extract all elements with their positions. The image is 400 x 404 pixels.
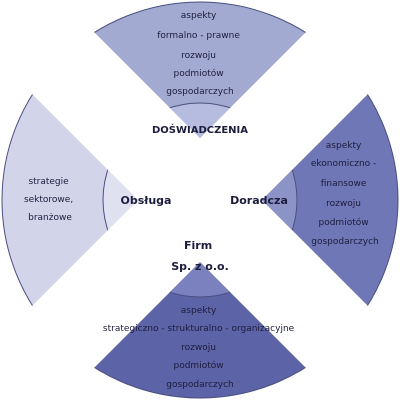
- top-outer-line: gospodarczych: [166, 87, 234, 97]
- top-outer-line: formalno - prawne: [157, 31, 240, 41]
- quadrant-right-inner-segment: [262, 102, 298, 298]
- left-inner-label: Obsługa: [121, 194, 172, 207]
- right-outer-line: aspekty: [326, 141, 362, 151]
- bottom-outer-line: aspekty: [181, 306, 217, 316]
- left-outer-line: branżowe: [28, 213, 72, 223]
- bottom-outer-line: podmiotów: [174, 360, 224, 371]
- right-outer-line: gospodarczych: [311, 237, 379, 247]
- bottom-inner-line: Firm: [184, 239, 212, 252]
- left-outer-text: strategie sektorowe, branżowe: [24, 177, 76, 223]
- right-inner-label: Doradcza: [230, 194, 288, 207]
- top-inner-label: DOŚWIADCZENIA: [152, 123, 248, 136]
- bottom-outer-text: aspekty strategiczno - strukturalno - or…: [103, 306, 297, 390]
- top-outer-line: aspekty: [181, 11, 217, 21]
- bottom-inner-line: Sp. z o.o.: [171, 260, 229, 273]
- quadrant-left-inner-segment: [102, 102, 138, 298]
- left-outer-line: strategie: [28, 177, 69, 187]
- right-outer-text: aspekty ekonomiczno - finansowe rozwoju …: [311, 141, 379, 247]
- right-outer-line: ekonomiczno -: [311, 159, 376, 169]
- top-outer-text: aspekty formalno - prawne rozwoju podmio…: [157, 11, 243, 97]
- bottom-inner-label: Firm Sp. z o.o.: [171, 239, 229, 273]
- right-outer-line: podmiotów: [319, 217, 369, 228]
- bottom-outer-line: rozwoju: [181, 343, 216, 353]
- right-outer-line: finansowe: [321, 179, 367, 189]
- right-outer-line: rozwoju: [326, 199, 361, 209]
- bottom-outer-line: gospodarczych: [166, 380, 234, 390]
- bottom-outer-line: strategiczno - strukturalno - organizacy…: [103, 324, 295, 334]
- top-outer-line: rozwoju: [181, 51, 216, 61]
- quadrant-top-inner-segment: [102, 102, 298, 138]
- top-outer-line: podmiotów: [174, 68, 224, 79]
- left-outer-line: sektorowe,: [24, 195, 73, 205]
- quadrant-bottom-inner-segment: [102, 262, 298, 298]
